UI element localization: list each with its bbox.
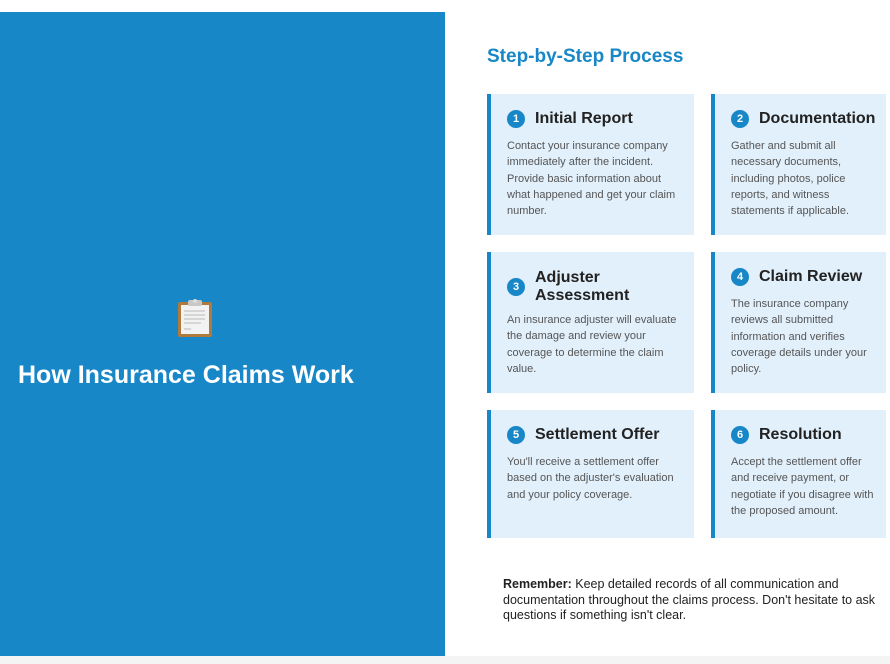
clipboard-icon — [178, 299, 212, 337]
step-body: An insurance adjuster will evaluate the … — [507, 314, 677, 375]
step-body: Contact your insurance company immediate… — [507, 140, 676, 218]
step-title: Settlement Offer — [535, 426, 660, 443]
step-card-5: 5 Settlement Offer You'll receive a settl… — [487, 410, 694, 538]
reminder-label: Remember: — [503, 577, 572, 591]
step-card-4: 4 Claim Review The insurance company revi… — [711, 252, 886, 393]
step-card-6: 6 Resolution Accept the settlement offer … — [711, 410, 886, 538]
step-title: Adjuster Assessment — [535, 269, 630, 304]
hero-title: How Insurance Claims Work — [18, 361, 354, 389]
step-card-2: 2 Documentation Gather and submit all nec… — [711, 94, 886, 235]
step-card-1: 1 Initial Report Contact your insurance c… — [487, 94, 694, 235]
step-title: Claim Review — [759, 268, 863, 285]
step-number: 4 — [731, 268, 749, 286]
step-body: The insurance company reviews all submit… — [731, 298, 867, 376]
step-card-3: 3 Adjuster Assessment An insurance adjust… — [487, 252, 694, 393]
step-title: Initial Report — [535, 110, 633, 127]
reminder-note: Remember: Keep detailed records of all c… — [503, 577, 878, 624]
section-title: Step-by-Step Process — [487, 46, 684, 67]
step-number: 2 — [731, 110, 749, 128]
step-number: 3 — [507, 278, 525, 296]
step-body: Accept the settlement offer and receive … — [731, 456, 874, 517]
hero-panel: How Insurance Claims Work — [0, 12, 445, 656]
reminder-text: Keep detailed records of all communicati… — [503, 577, 876, 622]
step-title: Documentation — [759, 110, 876, 127]
step-title: Resolution — [759, 426, 842, 443]
step-number: 1 — [507, 110, 525, 128]
step-body: Gather and submit all necessary document… — [731, 140, 850, 218]
step-number: 6 — [731, 426, 749, 444]
step-body: You'll receive a settlement offer based … — [507, 456, 674, 501]
step-number: 5 — [507, 426, 525, 444]
